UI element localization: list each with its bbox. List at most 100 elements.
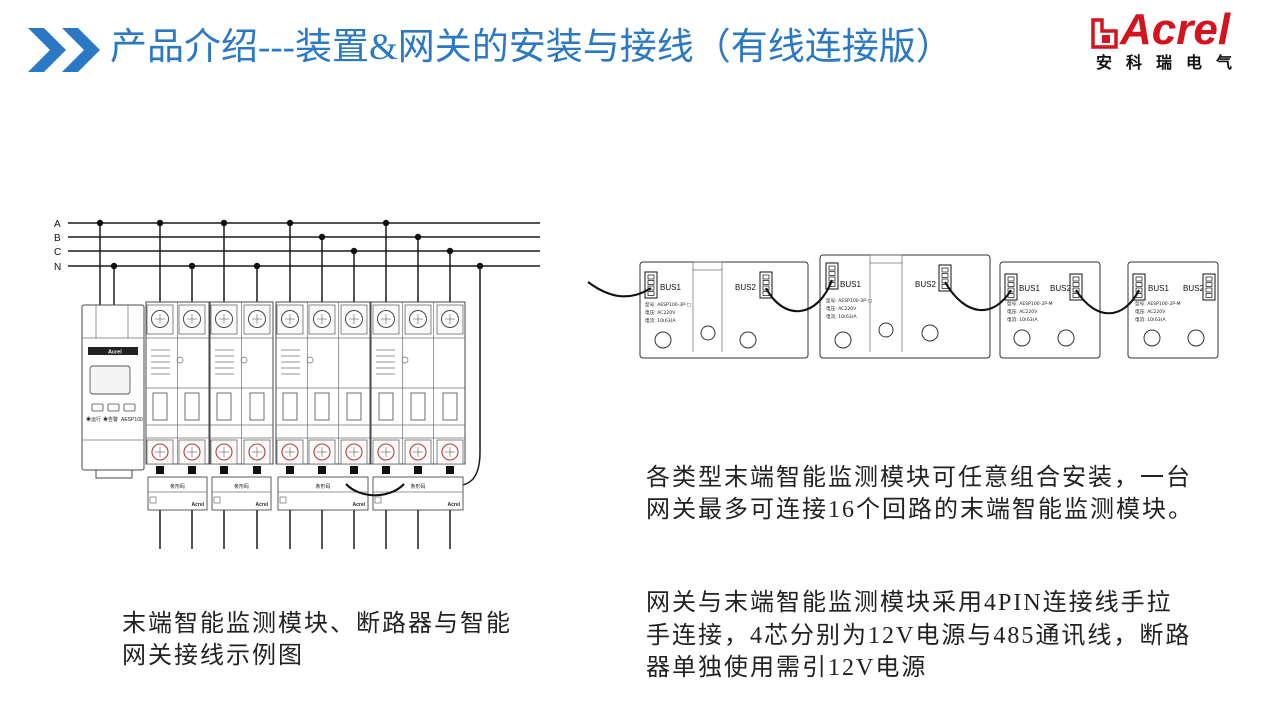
breaker-handle (442, 392, 458, 421)
terminal-hole-icon (921, 324, 939, 342)
module-spec-line: 电压: AC220V (826, 305, 857, 312)
monitor-module (211, 476, 272, 511)
bus-connector-icon (825, 262, 839, 290)
module-notch (869, 254, 903, 264)
connector-pin (828, 271, 836, 276)
bus-connector-icon (938, 264, 952, 292)
breaker-handle (249, 392, 265, 421)
junction-dot (96, 219, 104, 227)
note-combination-line: 网关最多可连接16个回路的末端智能监测模块。 (646, 497, 1194, 523)
gateway-foot (95, 469, 133, 479)
four-pin-cable (765, 279, 833, 313)
monitor-module (147, 476, 208, 511)
module-port-icon (374, 496, 382, 504)
double-chevron-right-icon (28, 28, 100, 72)
breaker-group: 条形码 Acrel (370, 301, 466, 549)
slide-title: 产品介绍---装置&网关的安装与接线（有线连接版） (110, 27, 953, 68)
connector-pin (1135, 276, 1143, 282)
connector-pin (647, 274, 655, 280)
breaker-handle (410, 392, 426, 421)
breaker-handle (282, 392, 298, 421)
module-spec-line: 电压: AC220V (1135, 308, 1166, 315)
certification-mark-icon (176, 356, 184, 364)
terminal-block (446, 466, 454, 474)
connector-pin (1007, 282, 1015, 287)
terminal-hole-icon (878, 322, 894, 338)
module-spec-line: 型号: AESP100-2P-M (1135, 300, 1181, 307)
module-port-icon (279, 496, 287, 504)
connector-pin (828, 265, 836, 271)
junction-dot (382, 219, 390, 227)
certification-mark-icon (401, 356, 409, 364)
junction-dot (350, 247, 358, 255)
terminal-hole-icon (1143, 329, 1161, 347)
chevron-icon (62, 28, 100, 72)
note-connection-line: 器单独使用需引12V电源 (646, 655, 928, 681)
junction-dot (156, 219, 164, 227)
gateway-brand: Acrel (108, 350, 122, 356)
module-brand: Acrel (255, 502, 268, 508)
bus1-label: BUS1 (1019, 284, 1040, 293)
terminal-hole-icon (654, 331, 672, 349)
breaker-handle (184, 392, 200, 421)
terminal-block (156, 466, 164, 474)
diagram-caption-line: 网关接线示例图 (122, 643, 304, 669)
bus-bars: A B C N (54, 219, 540, 273)
module-notch (692, 261, 723, 271)
connector-pin (1205, 282, 1213, 287)
connector-pin (941, 273, 949, 278)
junction-dot (253, 262, 261, 270)
gateway-button (107, 403, 120, 412)
terminal-block (382, 466, 390, 474)
module-link-cable (345, 483, 405, 497)
connector-pin (647, 280, 655, 285)
breaker-group: 条形码 Acrel (209, 301, 274, 549)
module-barcode-label: 条形码 (410, 483, 425, 490)
bus-label: C (54, 247, 61, 258)
module-spec-line: 电流: 10(63)A (826, 313, 857, 320)
gateway-screen (89, 365, 131, 395)
module-spec-line: 电流: 10(63)A (1135, 316, 1166, 323)
connector-pin (1007, 276, 1015, 282)
connector-pin (1072, 276, 1080, 282)
module-barcode-label: 条形码 (170, 483, 185, 490)
module-port-icon (149, 496, 157, 504)
module-barcode-label: 条形码 (234, 483, 249, 490)
terminal-hole-icon (1013, 329, 1031, 347)
certification-mark-icon (306, 356, 314, 364)
bus2-label: BUS2 (735, 283, 756, 292)
bus-connector-icon (644, 271, 658, 299)
module-brand: Acrel (447, 502, 460, 508)
module-spec-line: 型号: AESP100-3P-□ (645, 301, 691, 308)
terminal-hole-icon (1057, 329, 1075, 347)
gateway-indicator-run: ◉运行 (86, 416, 101, 423)
terminal-block (253, 466, 261, 474)
note-connection-line: 网关与末端智能监测模块采用4PIN连接线手拉 (646, 590, 1173, 616)
bus1-label: BUS1 (660, 283, 681, 292)
breaker-handle (378, 392, 394, 421)
terminal-block (350, 466, 358, 474)
breaker-group: 条形码 Acrel (145, 301, 210, 549)
module-brand: Acrel (191, 502, 204, 508)
connector-pin (762, 280, 770, 285)
junction-dot (446, 247, 454, 255)
bus2-label: BUS2 (1050, 284, 1071, 293)
gateway-indicator-alarm: ◉告警 (103, 416, 118, 423)
note-connection-line: 手连接，4芯分别为12V电源与485通讯线，断路 (646, 623, 1192, 649)
bus2-label: BUS2 (1183, 284, 1204, 293)
module-brand: Acrel (352, 502, 365, 508)
module-spec-line: 电压: AC220V (645, 309, 676, 316)
connector-pin (941, 267, 949, 273)
brand-logo: Acrel 安科瑞电气 (1088, 5, 1270, 78)
acrel-logo-icon (1091, 18, 1118, 49)
four-pin-cable (1075, 289, 1140, 315)
module-spec-line: 电流: 10(63)A (1007, 316, 1038, 323)
logo-brand-text: Acrel (1120, 5, 1231, 54)
connector-pin (762, 274, 770, 280)
module-spec-line: 型号: AESP100-3P-□ (826, 297, 872, 304)
